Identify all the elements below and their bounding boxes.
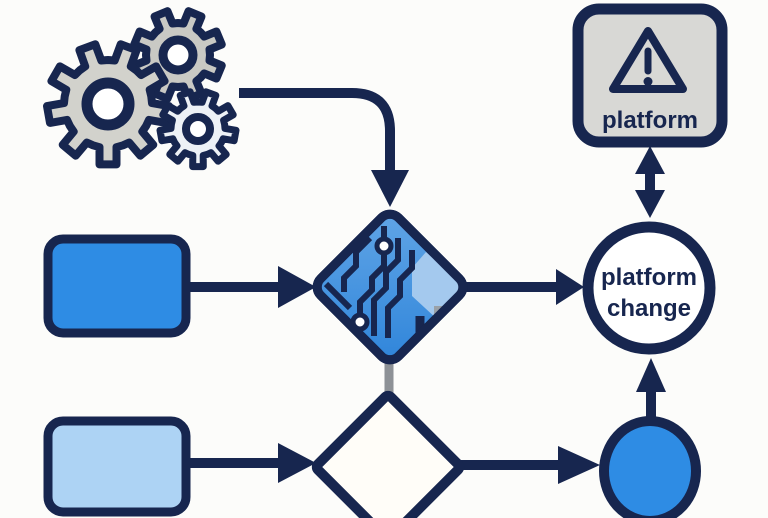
warning-triangle-icon	[609, 27, 687, 93]
gears-icon	[43, 7, 240, 171]
gear-medium	[130, 7, 226, 103]
result-circle	[599, 416, 701, 518]
input-box-1	[43, 234, 191, 338]
arrow-chip-diamond-to-decision-circle	[466, 269, 584, 305]
gear-small	[156, 88, 240, 171]
empty-diamond	[311, 390, 465, 518]
decision-circle-label-line2: change	[607, 295, 691, 322]
arrow-input2-to-empty-diamond	[186, 443, 316, 483]
gear-large	[43, 40, 173, 169]
arrow-gears-to-chip-diamond	[239, 88, 409, 207]
decision-circle-label-line1: platform	[601, 264, 697, 291]
decision-circle: platform change	[582, 221, 716, 355]
double-arrow-warning-box-decision-circle	[635, 146, 665, 218]
warning-box-label: platform	[602, 107, 698, 134]
arrow-empty-diamond-to-result-circle	[461, 446, 600, 484]
warning-box: platform	[572, 3, 728, 148]
arrow-result-circle-to-decision-circle	[636, 358, 666, 424]
input-box-2	[43, 416, 191, 517]
chip-diamond	[312, 209, 468, 365]
arrow-input1-to-chip-diamond	[186, 266, 316, 308]
